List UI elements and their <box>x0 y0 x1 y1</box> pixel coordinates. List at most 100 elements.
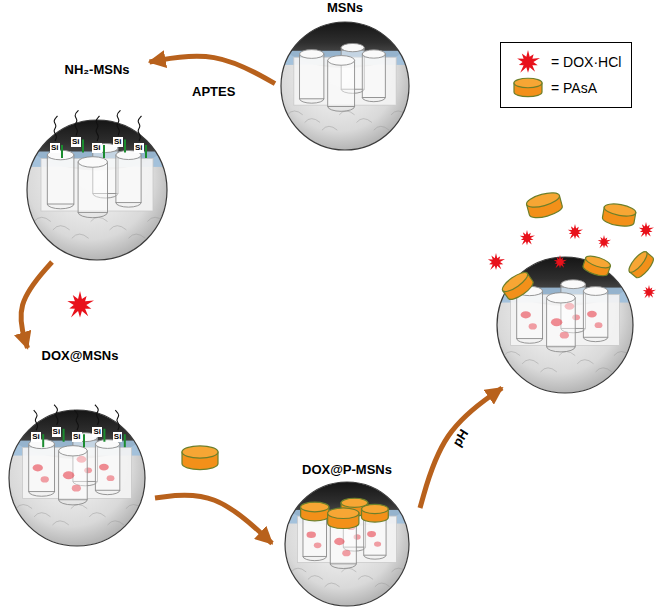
pasa-disc <box>500 269 536 302</box>
surface-texture <box>72 234 89 238</box>
sphere-interior <box>282 465 412 606</box>
pore-channel <box>517 291 543 339</box>
silane-bond <box>145 145 147 158</box>
aminopropyl-chain <box>138 116 141 141</box>
surface-texture <box>16 505 32 509</box>
surface-texture <box>53 521 69 525</box>
surface-texture <box>374 126 389 130</box>
pore-channel <box>583 291 607 337</box>
loaded-dox <box>529 323 537 329</box>
disc-top <box>182 446 218 458</box>
loaded-dox <box>521 311 531 318</box>
aminopropyl-chain <box>115 410 119 430</box>
star-shape <box>554 255 567 268</box>
disc-top <box>328 508 359 519</box>
pasa-disc <box>362 504 389 522</box>
sphere-interior <box>24 100 171 260</box>
pore-top <box>59 446 88 456</box>
disc-top <box>626 249 649 275</box>
star-shape <box>520 230 535 245</box>
loaded-dox <box>307 531 316 538</box>
process-arrow <box>150 56 276 83</box>
stage-heading: MSNs <box>275 0 415 16</box>
pore-bottom <box>78 212 107 217</box>
aminopropyl-chain <box>75 410 79 430</box>
pore-bottom <box>362 98 385 102</box>
silane-bond <box>83 434 85 447</box>
aminopropyl-chain <box>95 405 99 425</box>
atom-label: Si <box>52 427 62 437</box>
dox-star <box>643 285 656 298</box>
disc-top <box>362 504 389 513</box>
stage-heading: DOX@MSNs <box>5 348 155 364</box>
loaded-dox <box>314 542 322 548</box>
star-shape <box>488 253 505 270</box>
pasa-disc <box>514 78 542 96</box>
star-shape <box>517 50 540 73</box>
surface-texture <box>129 234 146 238</box>
sphere-illustration <box>275 0 415 152</box>
pore-channel <box>300 54 324 99</box>
mesoporous-silica-sphere <box>278 4 412 150</box>
atom-label: Si <box>72 432 82 442</box>
loaded-dox <box>41 476 49 482</box>
pore-channel <box>47 155 74 204</box>
nanoparticle-stage: MSNs <box>275 0 415 152</box>
pore-channel <box>29 444 55 492</box>
pore-bottom <box>95 490 119 494</box>
silane-bond <box>124 434 126 447</box>
sphere-interior <box>278 4 412 150</box>
loaded-dox <box>334 538 344 545</box>
loaded-dox <box>107 475 115 481</box>
mesoporous-silica-sphere <box>24 100 171 260</box>
star-shape <box>568 224 583 239</box>
dox-star <box>554 255 567 268</box>
star-shape <box>598 235 611 248</box>
aminopropyl-chain <box>117 110 120 135</box>
loaded-dox <box>595 322 603 328</box>
pasa-disc <box>525 190 564 220</box>
pore-bottom <box>300 99 324 103</box>
pore-channel <box>59 451 88 500</box>
surface-texture <box>522 360 538 364</box>
pore-top <box>362 50 385 58</box>
nanoparticle-stage: NH₂-MSNs <box>22 62 172 262</box>
pore-bottom <box>547 347 576 352</box>
sphere-rim <box>285 482 409 606</box>
pore-top <box>300 50 324 59</box>
loaded-dox <box>374 541 381 546</box>
trigger-label: pH <box>449 426 472 449</box>
disc-top <box>603 202 636 218</box>
silane-bond <box>124 139 126 152</box>
mesoporous-silica-sphere <box>6 391 149 546</box>
disc-top <box>525 190 561 210</box>
surface-texture <box>541 368 557 372</box>
pore-top <box>328 56 355 66</box>
silane-bond <box>82 139 84 152</box>
star-shape <box>639 222 654 237</box>
pore-bottom <box>330 564 356 569</box>
sphere-interior <box>6 391 149 546</box>
surface-texture <box>305 119 320 123</box>
stage-heading: DOX@P-MSNs <box>272 462 422 478</box>
surface-texture <box>357 119 372 123</box>
dox-star <box>520 230 535 245</box>
ph-arrow <box>420 388 502 508</box>
loaded-dox <box>33 464 43 471</box>
sphere-illustration <box>5 348 155 548</box>
surface-texture <box>596 368 612 372</box>
surface-texture <box>504 352 520 356</box>
legend-swatch <box>511 75 545 101</box>
atom-label: Si <box>92 427 102 437</box>
process-arrow <box>21 262 52 348</box>
surface-texture <box>110 226 127 230</box>
loaded-dox <box>72 485 81 492</box>
pasa-disc <box>602 202 637 228</box>
dox-star <box>517 50 540 73</box>
loaded-dox <box>551 318 562 326</box>
pore-channel <box>116 155 141 203</box>
silane-bond <box>63 429 65 442</box>
surface-texture <box>577 360 593 364</box>
sphere-rim <box>281 22 409 150</box>
atom-label: Si <box>50 143 60 153</box>
